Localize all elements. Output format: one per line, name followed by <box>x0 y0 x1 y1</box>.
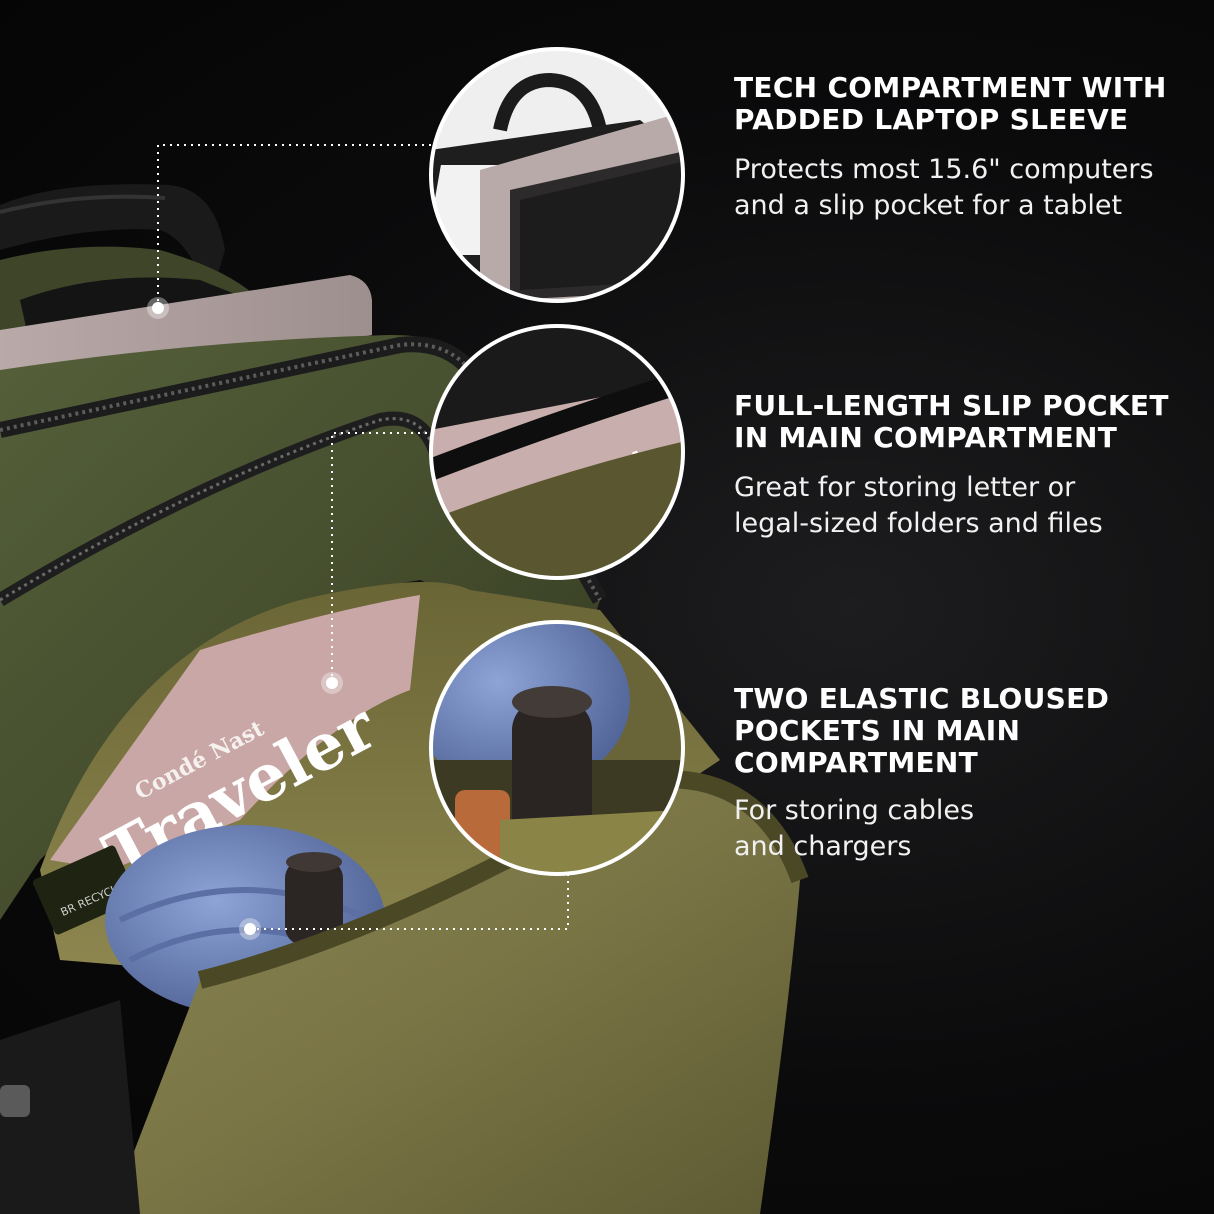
connector-slip-pocket <box>331 432 432 683</box>
detail-circle-slip-pocket: Condé Nast Traveler <box>429 324 685 580</box>
backpack-illustration: Condé Nast Traveler BR RECYCLE <box>0 184 809 1214</box>
callout-connectors <box>157 144 569 930</box>
detail-circle-laptop-sleeve <box>429 47 685 303</box>
connector-elastic-pockets <box>250 868 569 930</box>
connector-laptop-sleeve <box>157 144 432 308</box>
callout-dots <box>147 297 343 940</box>
